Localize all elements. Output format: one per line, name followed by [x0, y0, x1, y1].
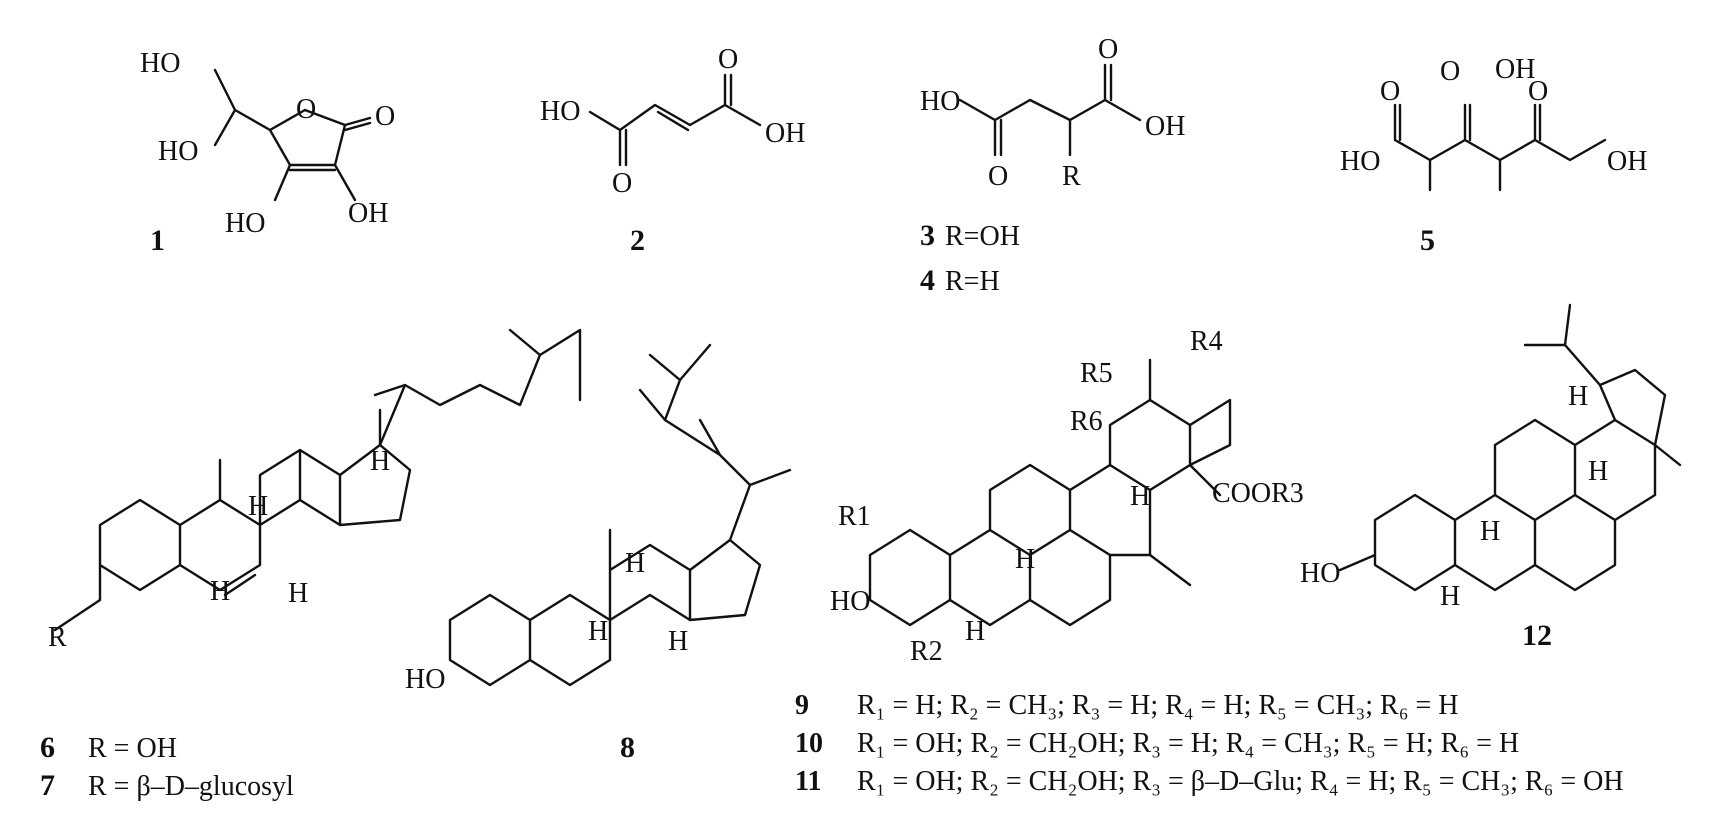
compound-5-number: 5 — [1420, 224, 1435, 257]
c5-o-top: O — [1440, 56, 1460, 87]
c1-carbonyl-o: O — [375, 101, 395, 132]
compound-9-11-structure: R1 R2 R4 R5 R6 COOR3 HO H H H — [830, 326, 1304, 667]
c5-ho: HO — [1340, 146, 1380, 177]
compound-6-7-structure: R H H H H 6 R = OH 7 R = β–D–glucosyl — [40, 328, 582, 802]
compound-1-structure: HO HO HO OH O O 1 — [140, 48, 395, 257]
c6-h-9: H — [210, 576, 230, 607]
c9-coor3: COOR3 — [1212, 478, 1304, 509]
c9-r1: R1 — [838, 501, 871, 532]
legend-9-text: R₁ = H; R₂ = CH₃; R₃ = H; R₄ = H; R₅ = C… — [857, 690, 1459, 721]
compound-3-r-def: R=OH — [945, 221, 1020, 252]
c9-r6: R6 — [1070, 406, 1103, 437]
c3-o-top: O — [1098, 34, 1118, 65]
compound-6-r-def: R = OH — [88, 733, 177, 764]
c3-oh: OH — [1145, 111, 1185, 142]
c9-r4: R4 — [1190, 326, 1223, 357]
c9-r2: R2 — [910, 636, 943, 667]
c12-ho: HO — [1300, 558, 1340, 589]
c2-ho: HO — [540, 96, 580, 127]
compound-3-4-structure: HO OH O O R 3 R=OH 4 R=H — [920, 34, 1185, 297]
c1-ho-top: HO — [140, 48, 180, 79]
compound-1-number: 1 — [150, 224, 165, 257]
c6-h-14: H — [288, 578, 308, 609]
c12-h-18: H — [1568, 381, 1588, 412]
c2-o-bot: O — [612, 168, 632, 199]
compound-12-number: 12 — [1522, 619, 1552, 652]
c5-o-left: O — [1380, 76, 1400, 107]
compound-5-structure: O OH O O HO OH 5 — [1340, 54, 1647, 257]
compound-7-r-def: R = β–D–glucosyl — [88, 771, 294, 802]
legend-11-number: 11 — [795, 766, 822, 797]
compound-4-r-def: R=H — [945, 266, 1000, 297]
compound-4-number: 4 — [920, 264, 935, 297]
c3-o-bot: O — [988, 161, 1008, 192]
c9-h-9: H — [1015, 544, 1035, 575]
compound-2-structure: HO OH O O 2 — [540, 44, 805, 257]
compound-3-number: 3 — [920, 219, 935, 252]
c12-h-9: H — [1480, 516, 1500, 547]
c1-ho-bot: HO — [225, 208, 265, 239]
compound-8-structure: HO H H H 8 — [405, 343, 792, 764]
legend-compound-11: 11 R₁ = OH; R₂ = CH₂OH; R₃ = β–D–Glu; R₄… — [795, 766, 1624, 798]
c9-r5: R5 — [1080, 358, 1113, 389]
legend-11-text: R₁ = OH; R₂ = CH₂OH; R₃ = β–D–Glu; R₄ = … — [857, 766, 1624, 797]
legend-compound-9: 9 R₁ = H; R₂ = CH₃; R₃ = H; R₄ = H; R₅ =… — [795, 690, 1458, 722]
c5-o-right: O — [1528, 76, 1548, 107]
c1-ring-o: O — [296, 94, 316, 125]
c2-o-top: O — [718, 44, 738, 75]
c1-ho-mid: HO — [158, 136, 198, 167]
legend-10-number: 10 — [795, 728, 823, 759]
c8-ho: HO — [405, 664, 445, 695]
c9-ho: HO — [830, 586, 870, 617]
c8-h-14: H — [668, 626, 688, 657]
compound-12-structure: HO H H H H 12 — [1300, 303, 1682, 652]
c9-h-5: H — [965, 616, 985, 647]
c9-h-18: H — [1130, 481, 1150, 512]
c3-r: R — [1062, 161, 1081, 192]
c12-h-13: H — [1588, 456, 1608, 487]
legend-9-number: 9 — [795, 690, 809, 721]
c3-ho: HO — [920, 86, 960, 117]
c5-oh-top: OH — [1495, 54, 1535, 85]
legend-compound-10: 10 R₁ = OH; R₂ = CH₂OH; R₃ = H; R₄ = CH₃… — [795, 728, 1519, 760]
c6-h-8: H — [248, 491, 268, 522]
legend-10-text: R₁ = OH; R₂ = CH₂OH; R₃ = H; R₄ = CH₃; R… — [857, 728, 1520, 759]
c6-r: R — [48, 622, 67, 653]
c2-oh: OH — [765, 118, 805, 149]
compound-8-number: 8 — [620, 731, 635, 764]
c6-h-17: H — [370, 446, 390, 477]
compound-2-number: 2 — [630, 224, 645, 257]
c5-oh-right: OH — [1607, 146, 1647, 177]
compound-7-number: 7 — [40, 769, 55, 802]
compound-6-number: 6 — [40, 731, 55, 764]
c12-h-5: H — [1440, 581, 1460, 612]
c1-oh-bot: OH — [348, 198, 388, 229]
c8-h-9: H — [588, 616, 608, 647]
c8-h-8: H — [625, 548, 645, 579]
